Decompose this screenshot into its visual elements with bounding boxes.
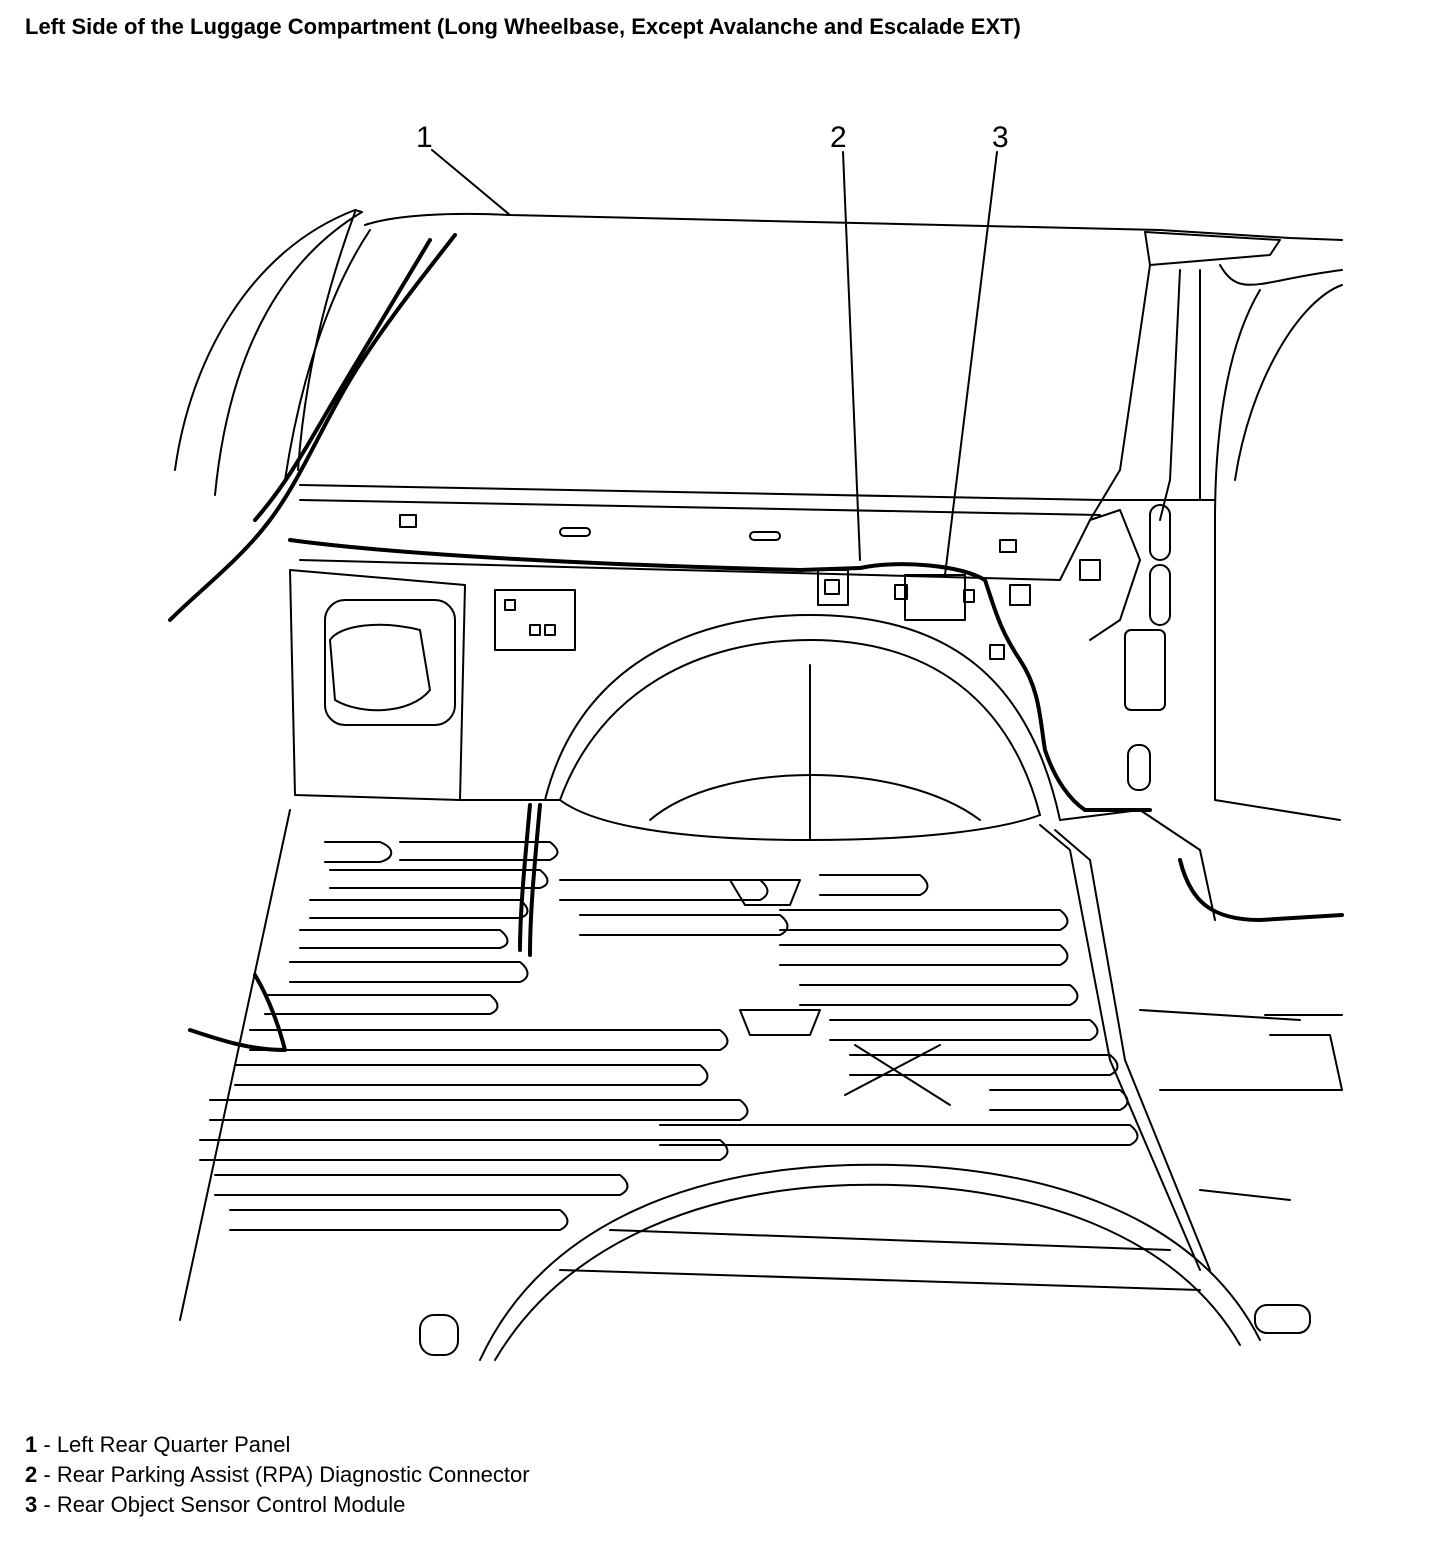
callout-leaders <box>431 149 998 576</box>
quarter-panel-outline <box>174 209 1343 821</box>
callout-numbers: 1 2 3 <box>416 121 1009 154</box>
legend-label: Rear Parking Assist (RPA) Diagnostic Con… <box>56 1462 530 1487</box>
legend-number: 3 <box>25 1492 38 1517</box>
lower-wheel-arch <box>479 1163 1261 1361</box>
callout-2-number: 2 <box>830 121 847 154</box>
diagram-title: Left Side of the Luggage Compartment (Lo… <box>25 14 1021 39</box>
load-floor <box>179 809 1311 1356</box>
callout-legend: 1 - Left Rear Quarter Panel 2 - Rear Par… <box>25 1430 530 1520</box>
wiring-harness <box>168 233 1344 1052</box>
callout-2-leader <box>842 151 861 561</box>
legend-item-2: 2 - Rear Parking Assist (RPA) Diagnostic… <box>25 1460 530 1490</box>
diagnostic-connector-drawing <box>817 569 1005 660</box>
legend-number: 2 <box>25 1462 38 1487</box>
legend-label: Rear Object Sensor Control Module <box>56 1492 406 1517</box>
wheelhouse-arch <box>544 614 1061 841</box>
right-floor-rails <box>1139 1009 1343 1201</box>
luggage-compartment-illustration: 1 2 3 <box>0 60 1440 1380</box>
callout-1-leader <box>431 149 511 216</box>
callout-3-number: 3 <box>992 121 1009 154</box>
callout-1-number: 1 <box>416 121 433 154</box>
legend-label: Left Rear Quarter Panel <box>56 1432 291 1457</box>
legend-item-1: 1 - Left Rear Quarter Panel <box>25 1430 530 1460</box>
legend-separator: - <box>37 1492 57 1517</box>
legend-item-3: 3 - Rear Object Sensor Control Module <box>25 1490 530 1520</box>
callout-3-leader <box>944 151 998 576</box>
legend-number: 1 <box>25 1432 38 1457</box>
legend-separator: - <box>37 1432 57 1457</box>
inner-side-wall <box>289 504 1216 921</box>
legend-separator: - <box>37 1462 57 1487</box>
control-module-drawing <box>894 574 975 621</box>
